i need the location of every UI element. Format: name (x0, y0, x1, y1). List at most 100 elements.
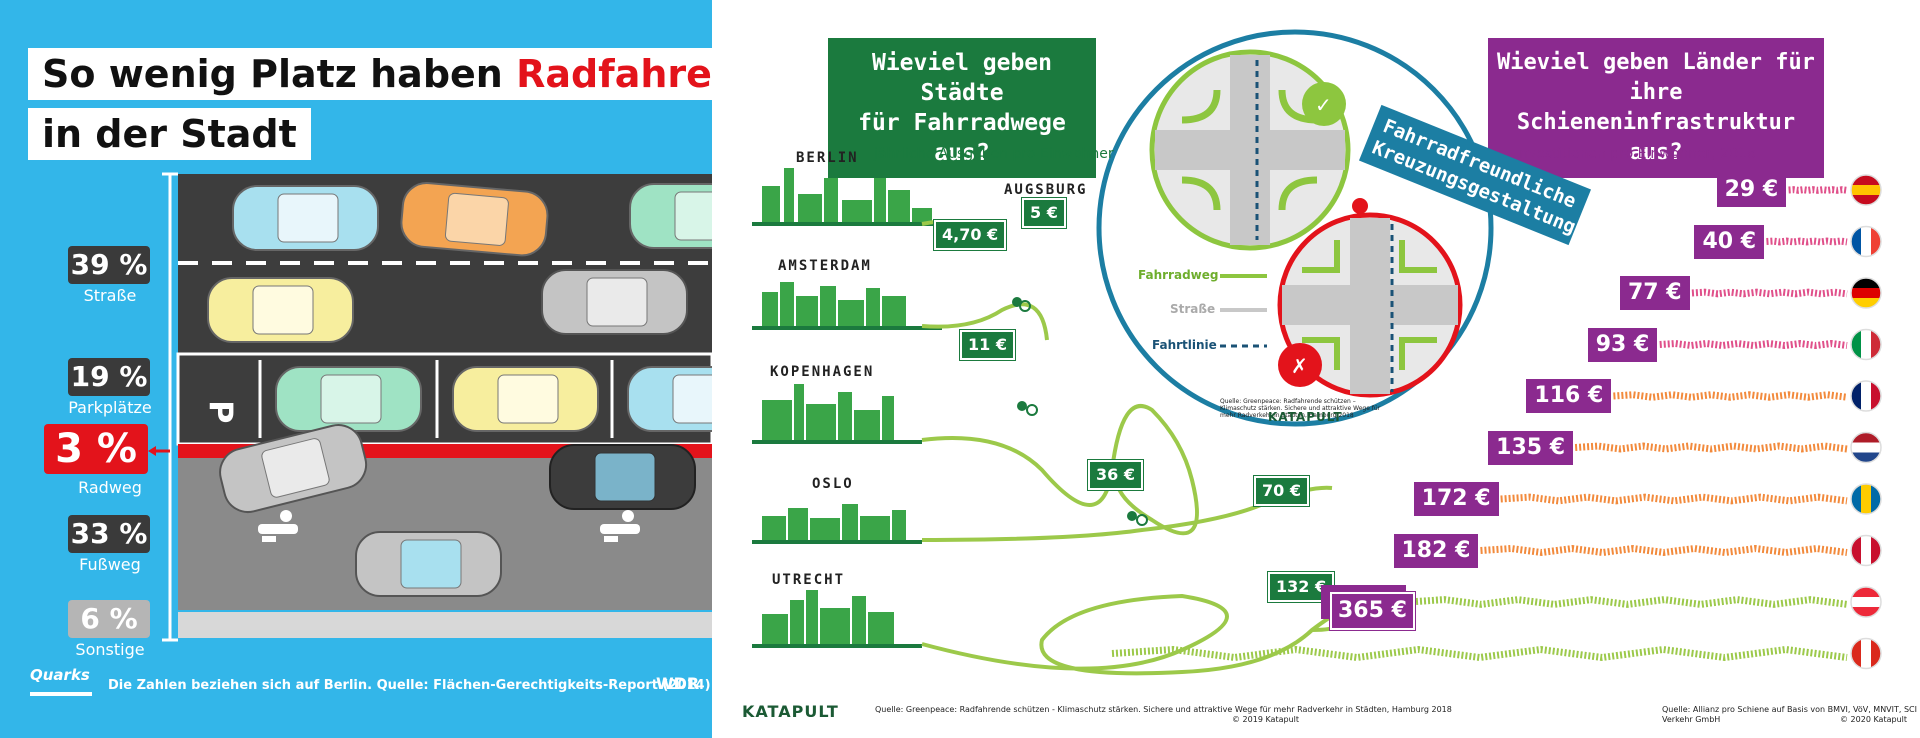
good-road-horizontal (1155, 130, 1345, 170)
parking-letter: P (202, 400, 240, 423)
cyclist-icon (1127, 511, 1148, 526)
rail-track (1659, 339, 1848, 350)
crossing-source: Quelle: Greenpeace: Radfahrende schützen… (1220, 398, 1381, 419)
countries-subtitle: Investitionen pro Einwohner, 2018 (1515, 146, 1756, 162)
parking-area (176, 352, 712, 446)
category-label: Parkplätze (68, 398, 152, 417)
legend-route: Fahrtlinie (1152, 338, 1217, 352)
rail-tracks (1111, 186, 1848, 662)
skyline-utrecht (752, 590, 922, 648)
other-area (178, 612, 712, 638)
country-value: 135 € (1488, 430, 1574, 465)
country-value: 77 € (1619, 276, 1690, 310)
country-value: 93 € (1587, 327, 1658, 362)
title-accent: Radfahrende (516, 52, 712, 96)
cities-headline-line-2: für Fahrradwege aus? (858, 110, 1066, 166)
car (207, 277, 354, 343)
rail-track (1766, 237, 1848, 246)
car (627, 366, 712, 432)
car (541, 269, 688, 335)
city-name: KOPENHAGEN (770, 364, 875, 380)
country-flag-icon (1850, 483, 1882, 515)
percentage-value: 33 % (68, 515, 150, 553)
country-flag-icon (1850, 380, 1882, 412)
cities-subtitle: jährliche Ausgaben pro Einwohner (874, 146, 1114, 162)
cities-source: Quelle: Greenpeace: Radfahrende schützen… (875, 705, 1452, 714)
title-line-2: in der Stadt (28, 108, 311, 160)
cities-headline: Wieviel geben Städte für Fahrradwege aus… (828, 38, 1096, 178)
left-source: Die Zahlen beziehen sich auf Berlin. Que… (108, 678, 711, 693)
skyline-berlin (752, 168, 942, 226)
bikelane-arrow-head (148, 446, 156, 456)
cities-headline-line-1: Wieviel geben Städte (871, 50, 1052, 106)
city-name: AUGSBURG (1004, 182, 1088, 198)
rail-track (1691, 288, 1848, 298)
legend-road: Straße (1170, 302, 1216, 316)
pedestrian-marking-icon (600, 510, 640, 542)
category-label: Fußweg (79, 555, 141, 574)
car (355, 531, 502, 597)
country-value: 29 € (1716, 173, 1787, 207)
bad-road-horizontal (1282, 285, 1458, 325)
car (219, 424, 368, 514)
curve-kopenhagen (921, 404, 1199, 536)
street-illustration: P (148, 172, 712, 642)
city-value: 36 € (1088, 460, 1143, 490)
car (400, 182, 549, 257)
rail-track (1613, 391, 1848, 401)
country-value: 182 € (1393, 533, 1479, 568)
countries-headline: Wieviel geben Länder für ihre Schienenin… (1488, 38, 1824, 178)
thumbs-down-icon (1278, 343, 1322, 387)
skyline-amsterdam (752, 282, 942, 330)
rail-track (1480, 544, 1848, 557)
car (452, 366, 599, 432)
rail-track (1407, 596, 1848, 608)
country-value: 365 € (1330, 592, 1415, 630)
car (549, 444, 696, 510)
thumbs-up-icon (1302, 82, 1346, 126)
spending-panel: ✓ ✗ (712, 0, 1920, 738)
countries-source: Quelle: Allianz pro Schiene auf Basis vo… (1662, 705, 1917, 724)
city-name: AMSTERDAM (778, 258, 872, 274)
city-name: BERLIN (796, 150, 859, 166)
percentage-value: 19 % (68, 358, 150, 396)
flags (1850, 174, 1882, 670)
city-value: 5 € (1022, 198, 1066, 228)
country-value: 172 € (1413, 482, 1499, 516)
legend-bikelane: Fahrradweg (1138, 268, 1219, 282)
curve-amsterdam (921, 302, 1049, 341)
crossing-brand: KATAPULT (1268, 410, 1343, 424)
bad-bikelane (1302, 240, 1437, 370)
pedestrian-marking-icon (258, 510, 298, 542)
percentage-value: 3 % (44, 424, 148, 474)
countries-headline-line-1: Wieviel geben Länder für ihre (1497, 50, 1815, 105)
car (275, 366, 422, 432)
percentage-value: 6 % (68, 600, 150, 638)
country-flag-icon (1850, 328, 1882, 361)
wdr-logo: WDR (656, 674, 700, 693)
country-flag-icon (1850, 637, 1882, 670)
street-space-panel: So wenig Platz haben Radfahrende in der … (0, 0, 712, 738)
country-value: 40 € (1694, 224, 1765, 259)
rail-track (1111, 645, 1848, 662)
rail-track (1788, 186, 1848, 194)
country-value: 116 € (1526, 379, 1612, 413)
title-prefix: So wenig Platz haben (42, 52, 517, 96)
city-value: 11 € (960, 330, 1015, 360)
city-value: 4,70 € (934, 220, 1007, 250)
country-flag-icon (1850, 174, 1882, 206)
curve-utrecht (921, 593, 1355, 676)
countries-headline-line-2: Schieneninfrastruktur aus? (1516, 110, 1796, 165)
percentage-value: 39 % (68, 246, 150, 284)
rail-track (1500, 493, 1848, 505)
skyline-oslo (752, 504, 922, 544)
brand-logo: KATAPULT (742, 702, 839, 721)
cyclist-icon (1017, 401, 1038, 416)
country-flag-icon (1850, 431, 1882, 464)
country-flag-icon (1850, 277, 1882, 309)
category-label: Sonstige (75, 640, 145, 659)
car (232, 185, 379, 251)
country-flag-icon (1850, 225, 1882, 258)
category-label: Straße (83, 286, 137, 305)
country-flag-icon (1850, 586, 1882, 618)
